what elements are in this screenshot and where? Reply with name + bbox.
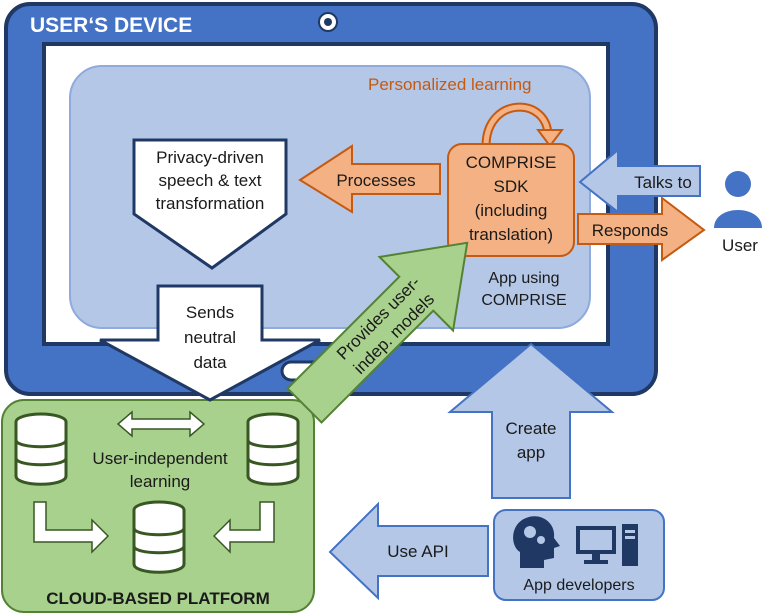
sends-line-2: neutral: [184, 328, 236, 347]
sends-line-3: data: [193, 353, 227, 372]
camera-lens: [324, 18, 332, 26]
processes-arrow: [298, 144, 441, 214]
responds-label: Responds: [592, 221, 669, 240]
sdk-line-2: SDK: [494, 177, 530, 196]
loop-arrowhead: [536, 129, 564, 148]
database-icon-bottom: [132, 500, 186, 574]
privacy-box: [132, 138, 288, 270]
device-title: USER‘S DEVICE: [30, 14, 192, 37]
cloud-learning-line-2: learning: [130, 472, 191, 491]
loop-arrow-inner: [483, 104, 551, 147]
personalized-learning-label: Personalized learning: [368, 75, 532, 94]
double-arrow-icon: [116, 410, 206, 438]
cloud-title: CLOUD-BASED PLATFORM: [46, 589, 270, 608]
user-icon-body: [714, 210, 762, 228]
app-developers-label: App developers: [523, 577, 634, 594]
use-api-arrow: [328, 501, 489, 601]
bent-arrow-right-icon: [212, 501, 275, 554]
sdk-line-4: translation): [469, 225, 553, 244]
cloud-learning-line-1: User-independent: [92, 449, 227, 468]
user-label: User: [722, 236, 758, 255]
privacy-line-1: Privacy-driven: [156, 148, 264, 167]
privacy-line-2: speech & text: [158, 171, 261, 190]
head-gears-icon: [513, 516, 560, 568]
processes-label: Processes: [336, 171, 415, 190]
create-app-line-1: Create: [505, 419, 556, 438]
app-label-line-1: App using: [488, 270, 559, 287]
computer-icon: [576, 524, 638, 566]
user-icon-head: [725, 171, 751, 197]
responds-arrow: [577, 195, 706, 262]
use-api-label: Use API: [387, 542, 448, 561]
talks-to-label: Talks to: [634, 173, 692, 192]
sdk-line-1: COMPRISE: [466, 153, 557, 172]
sdk-box: [447, 143, 575, 257]
talks-to-arrow: [578, 147, 701, 215]
database-icon-right: [246, 412, 300, 486]
sends-neutral-arrow: [99, 284, 321, 402]
sdk-line-3: (including: [475, 201, 548, 220]
database-icon-left: [14, 412, 68, 486]
privacy-line-3: transformation: [156, 194, 265, 213]
create-app-arrow: [447, 342, 615, 499]
app-label-line-2: COMPRISE: [481, 292, 566, 309]
create-app-line-2: app: [517, 443, 545, 462]
bent-arrow-left-icon: [33, 501, 110, 554]
sends-line-1: Sends: [186, 303, 234, 322]
